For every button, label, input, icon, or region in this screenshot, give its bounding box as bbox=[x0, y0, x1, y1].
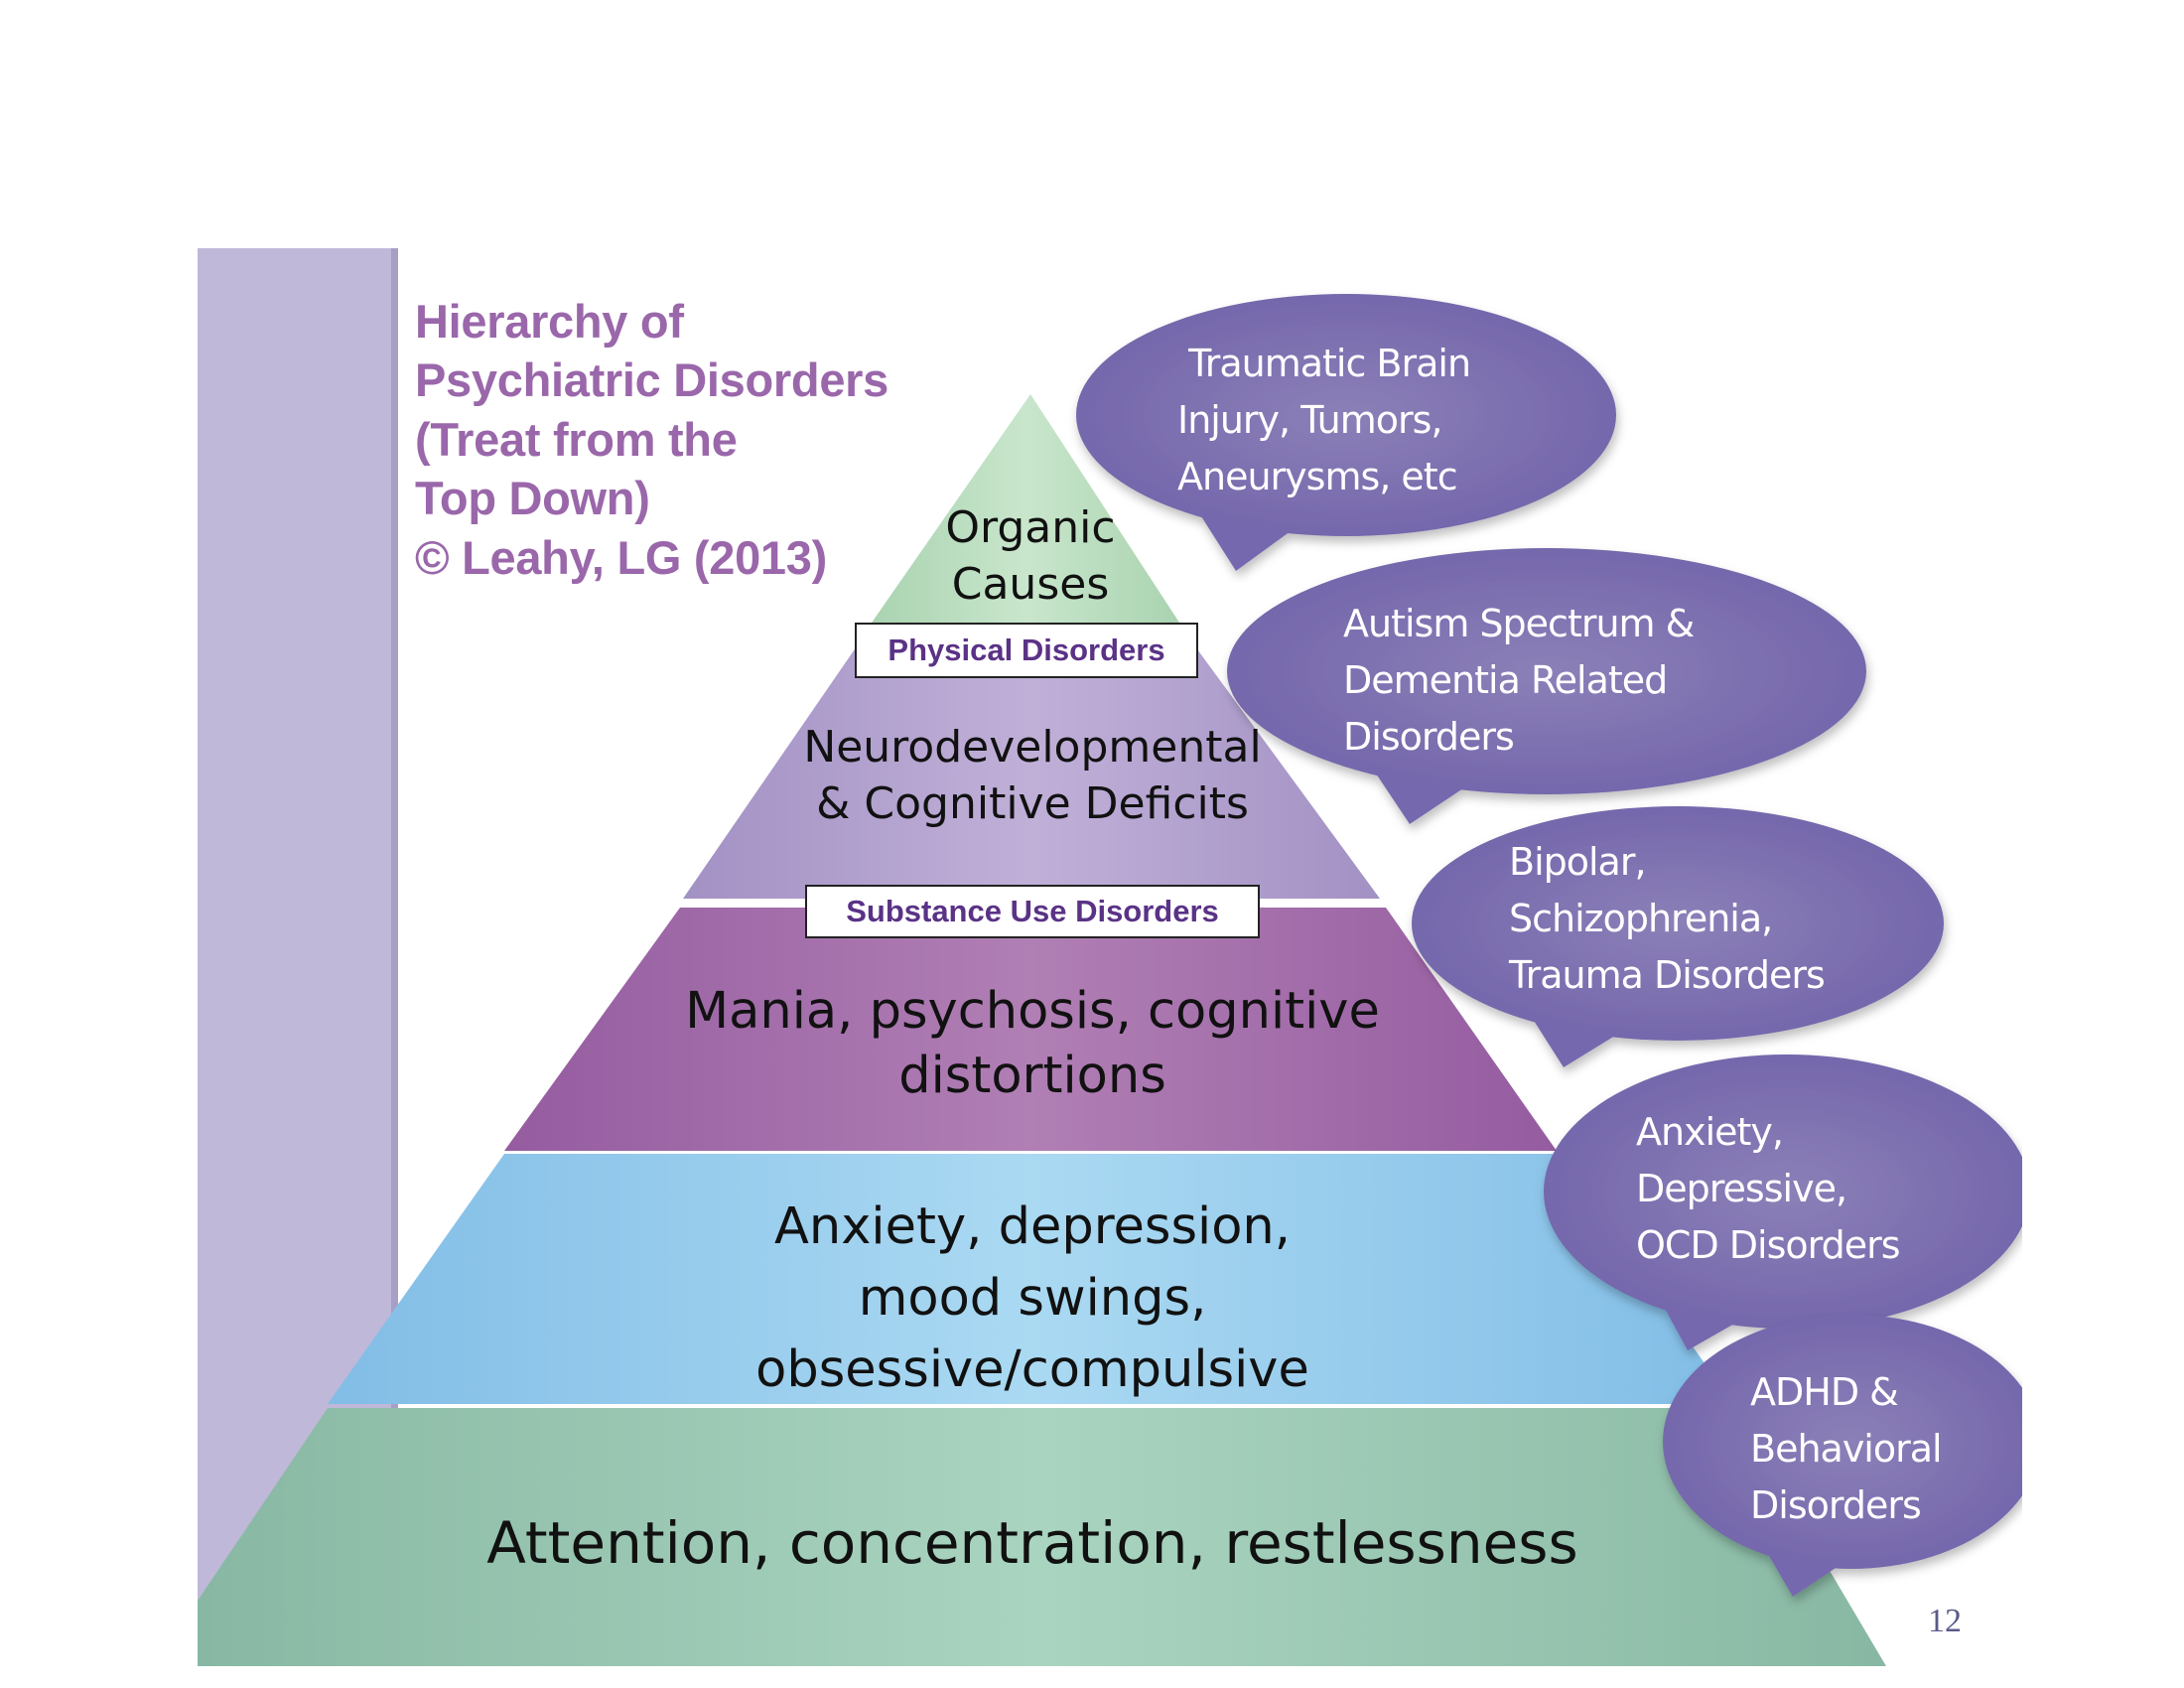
bubble-tbi-shape bbox=[1076, 294, 1616, 571]
tier-neuro-label: Neurodevelopmental & Cognitive Deficits bbox=[735, 719, 1330, 832]
bubble-autism-line-3: Disorders bbox=[1343, 715, 1515, 759]
bubble-bipolar-shape bbox=[1412, 806, 1944, 1067]
tier-anxiety-line-1: Anxiety, depression, bbox=[774, 1197, 1291, 1256]
bubble-tbi-line-2: Injury, Tumors, bbox=[1177, 398, 1443, 442]
tier-neuro-line-1: Neurodevelopmental bbox=[803, 722, 1262, 773]
tier-neuro-line-2: & Cognitive Deficits bbox=[816, 778, 1249, 829]
bubble-autism-line-2: Dementia Related bbox=[1343, 658, 1668, 702]
tier-attention-line-1: Attention, concentration, restlessness bbox=[486, 1509, 1578, 1577]
sidebar-bar-edge bbox=[391, 248, 398, 1666]
copyright-line: © Leahy, LG (2013) bbox=[415, 531, 827, 584]
bubble-bipolar-line-3: Trauma Disorders bbox=[1509, 953, 1826, 997]
title-line-4: Top Down) bbox=[415, 472, 650, 524]
tier-attention-label: Attention, concentration, restlessness bbox=[437, 1507, 1628, 1579]
physical-disorders-label: Physical Disorders bbox=[855, 623, 1198, 678]
title-line-1: Hierarchy of bbox=[415, 295, 684, 348]
bubble-anxiety-line-1: Anxiety, bbox=[1636, 1110, 1784, 1154]
substance-use-disorders-label: Substance Use Disorders bbox=[805, 885, 1260, 938]
bubble-bipolar-line-2: Schizophrenia, bbox=[1509, 897, 1773, 940]
bubble-tbi-line-3: Aneurysms, etc bbox=[1177, 455, 1458, 498]
bubble-tbi-line-1: Traumatic Brain bbox=[1177, 342, 1471, 385]
bubble-adhd-line-1: ADHD & bbox=[1750, 1370, 1899, 1414]
bubble-adhd-shape bbox=[1663, 1315, 2040, 1597]
bubble-adhd-text: ADHD & Behavioral Disorders bbox=[1750, 1364, 1943, 1534]
tier-anxiety-line-2: mood swings, bbox=[858, 1269, 1207, 1328]
tier-mania-label: Mania, psychosis, cognitive distortions bbox=[635, 979, 1430, 1108]
bubble-adhd-line-3: Disorders bbox=[1750, 1483, 1922, 1527]
bubble-anxiety-shape bbox=[1544, 1055, 2030, 1350]
tier-attention-shape bbox=[198, 1408, 1886, 1666]
title-line-2: Psychiatric Disorders bbox=[415, 353, 888, 406]
tier-organic-line-2: Causes bbox=[951, 559, 1110, 610]
tier-organic-shape bbox=[870, 394, 1181, 626]
tier-mania-line-1: Mania, psychosis, cognitive bbox=[685, 982, 1380, 1041]
tier-organic-label: Organic Causes bbox=[882, 499, 1179, 613]
bubble-anxiety-text: Anxiety, Depressive, OCD Disorders bbox=[1636, 1104, 1901, 1274]
tier-mania-line-2: distortions bbox=[898, 1047, 1166, 1105]
page-number: 12 bbox=[1928, 1603, 1962, 1639]
bubble-autism-line-1: Autism Spectrum & bbox=[1343, 602, 1695, 645]
slide-right-margin bbox=[2022, 0, 2184, 1688]
title-line-3: (Treat from the bbox=[415, 413, 738, 466]
bubble-adhd-line-2: Behavioral bbox=[1750, 1427, 1943, 1471]
bubble-anxiety-line-2: Depressive, bbox=[1636, 1167, 1847, 1210]
bubble-bipolar-line-1: Bipolar, bbox=[1509, 840, 1647, 884]
tier-organic-line-1: Organic bbox=[945, 502, 1116, 553]
tier-anxiety-line-3: obsessive/compulsive bbox=[755, 1340, 1309, 1399]
bubble-autism-shape bbox=[1227, 548, 1866, 824]
bubble-anxiety-line-3: OCD Disorders bbox=[1636, 1223, 1901, 1267]
tier-neuro-shape bbox=[683, 628, 1380, 899]
tier-anxiety-shape bbox=[328, 1154, 1733, 1404]
tier-anxiety-label: Anxiety, depression, mood swings, obsess… bbox=[635, 1192, 1430, 1406]
bubble-tbi-text: Traumatic Brain Injury, Tumors, Aneurysm… bbox=[1177, 336, 1471, 505]
bubble-bipolar-text: Bipolar, Schizophrenia, Trauma Disorders bbox=[1509, 834, 1826, 1004]
bubble-autism-text: Autism Spectrum & Dementia Related Disor… bbox=[1343, 596, 1695, 766]
tier-mania-shape bbox=[504, 908, 1557, 1151]
